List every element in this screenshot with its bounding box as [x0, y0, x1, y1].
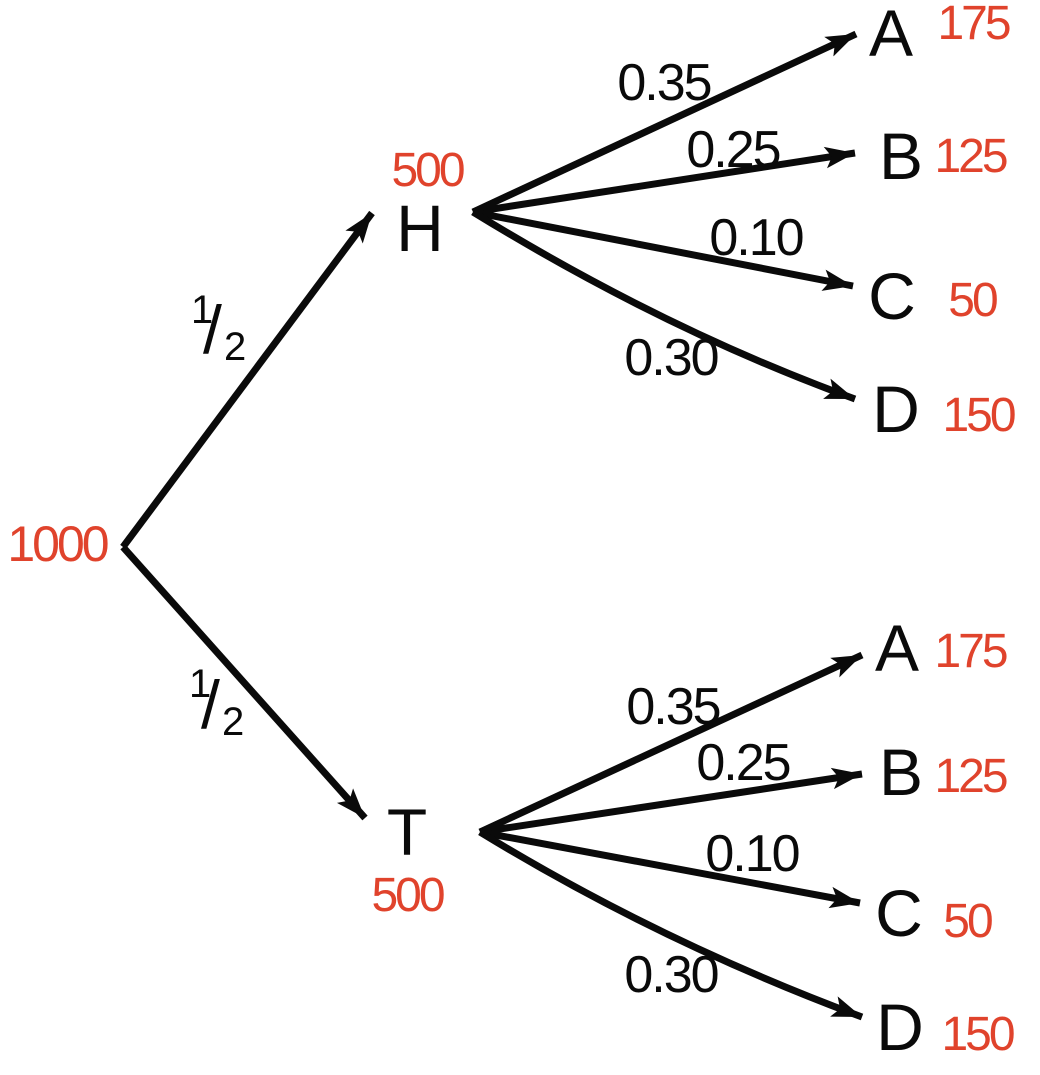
edge-probability-h-b: 0.25: [686, 121, 779, 179]
node-h-label: H: [396, 191, 444, 265]
edge-root-to-t: [120, 544, 368, 821]
leaf-h-a-label: A: [869, 0, 913, 70]
edges: [120, 30, 864, 1021]
edge-probability-h-a: 0.35: [617, 54, 710, 112]
edge-probability-t-c: 0.10: [705, 825, 798, 883]
edge-probability-root-h: 1 / 2: [191, 288, 246, 369]
leaf-t-c-count: 50: [943, 895, 992, 948]
fraction-numerator: 1: [189, 662, 211, 706]
leaf-t-b-count: 125: [934, 750, 1006, 803]
edge-t-to-d: [478, 829, 864, 1021]
leaf-t-d-count: 150: [941, 1008, 1013, 1061]
leaf-t-a-count: 175: [934, 625, 1006, 678]
edge-h-to-b: [472, 146, 856, 216]
fraction-slash: /: [203, 292, 222, 368]
leaf-t-d-label: D: [876, 990, 924, 1064]
leaf-h-c-count: 50: [948, 274, 997, 327]
leaf-h-b-count: 125: [934, 130, 1006, 183]
edge-probability-h-d: 0.30: [624, 329, 717, 387]
node-t-label: T: [387, 795, 427, 869]
edge-probability-root-t: 1 / 2: [189, 662, 244, 744]
fraction-slash: /: [201, 667, 220, 743]
leaf-h-b-label: B: [879, 119, 923, 193]
edge-probability-h-c: 0.10: [709, 209, 802, 267]
node-h-count: 500: [391, 144, 463, 197]
edge-h-to-d: [471, 209, 857, 403]
edge-t-to-b: [479, 767, 863, 836]
edge-h-to-c: [472, 208, 854, 291]
leaf-t-a-label: A: [875, 611, 919, 685]
leaf-h-c-label: C: [868, 259, 916, 333]
fraction-denominator: 2: [224, 325, 246, 369]
fraction-numerator: 1: [191, 288, 213, 332]
leaf-t-b-label: B: [879, 735, 923, 809]
edge-t-to-c: [479, 828, 861, 909]
leaf-t-c-label: C: [875, 876, 923, 950]
edge-h-to-a: [471, 30, 858, 216]
leaf-h-d-count: 150: [942, 389, 1014, 442]
root-count: 1000: [7, 516, 107, 572]
edge-t-to-a: [478, 651, 864, 836]
leaf-h-a-count: 175: [937, 0, 1009, 50]
edge-probability-t-a: 0.35: [626, 678, 719, 736]
edge-probability-t-b: 0.25: [696, 734, 789, 792]
edge-probability-t-d: 0.30: [624, 946, 717, 1004]
edge-root-to-h: [120, 210, 375, 550]
fraction-denominator: 2: [222, 700, 244, 744]
node-t-count: 500: [371, 869, 443, 922]
leaf-h-d-label: D: [872, 372, 920, 446]
